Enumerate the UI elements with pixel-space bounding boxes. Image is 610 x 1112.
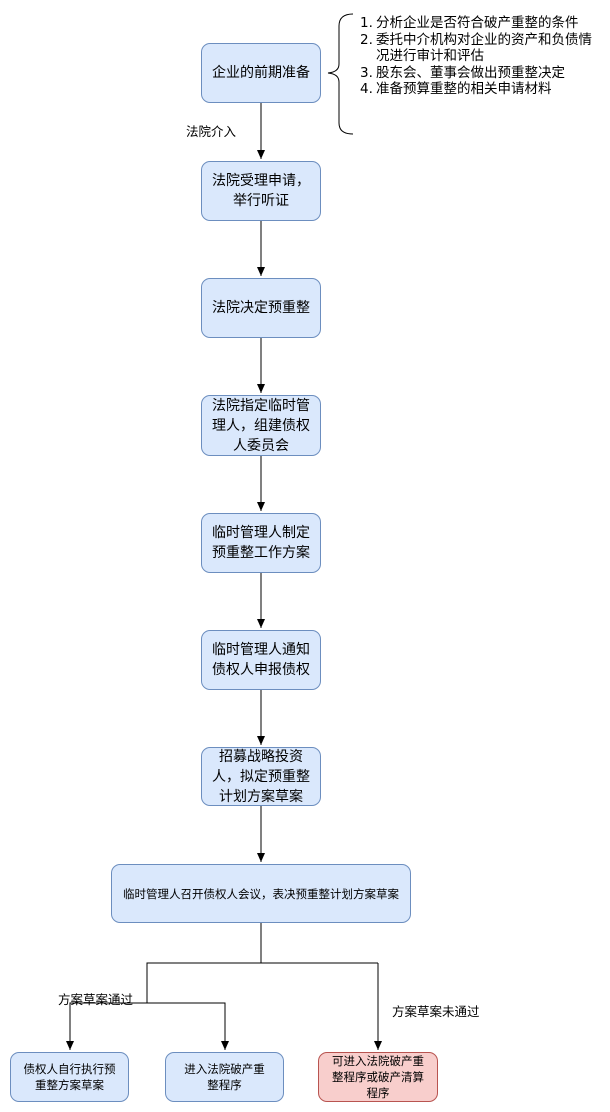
note-number: 2. bbox=[360, 31, 373, 48]
note-text: 分析企业是否符合破产重整的条件 bbox=[376, 15, 579, 31]
node-notify: 临时管理人通知债权人申报债权 bbox=[201, 630, 321, 690]
arrow-to-court-reorg bbox=[147, 1002, 229, 1050]
note-text: 准备预算重整的相关申请材料 bbox=[376, 81, 552, 97]
note-item: 2. 委托中介机构对企业的资产和负债情况进行审计和评估 bbox=[360, 32, 610, 65]
note-item: 4. 准备预算重整的相关申请材料 bbox=[360, 81, 610, 98]
node-fail-path: 可进入法院破产重整程序或破产清算程序 bbox=[318, 1052, 438, 1102]
note-text: 股东会、董事会做出预重整决定 bbox=[376, 64, 565, 81]
prep-notes-list: 1. 分析企业是否符合破产重整的条件 2. 委托中介机构对企业的资产和负债情况进… bbox=[360, 15, 610, 98]
branch-connector bbox=[146, 923, 262, 1003]
notes-brace bbox=[327, 13, 354, 135]
node-appoint: 法院指定临时管理人，组建债权人委员会 bbox=[201, 395, 321, 456]
node-decide: 法院决定预重整 bbox=[201, 278, 321, 338]
node-prep: 企业的前期准备 bbox=[201, 43, 321, 103]
note-number: 1. bbox=[360, 15, 373, 31]
note-number: 3. bbox=[360, 64, 373, 81]
note-item: 1. 分析企业是否符合破产重整的条件 bbox=[360, 15, 610, 32]
note-text: 委托中介机构对企业的资产和负债情况进行审计和评估 bbox=[376, 31, 592, 65]
node-plan: 临时管理人制定预重整工作方案 bbox=[201, 513, 321, 573]
note-number: 4. bbox=[360, 81, 373, 97]
edge-label-not-passed: 方案草案未通过 bbox=[392, 1004, 480, 1019]
edge-label-court-intervene: 法院介入 bbox=[186, 124, 237, 139]
note-item: 3. 股东会、董事会做出预重整决定 bbox=[360, 65, 610, 82]
node-recruit: 招募战略投资人，拟定预重整计划方案草案 bbox=[201, 747, 321, 806]
edge-label-passed: 方案草案通过 bbox=[58, 992, 134, 1007]
node-self-exec: 债权人自行执行预重整方案草案 bbox=[10, 1052, 129, 1102]
node-meeting: 临时管理人召开债权人会议，表决预重整计划方案草案 bbox=[111, 864, 411, 923]
node-court-reorg: 进入法院破产重整程序 bbox=[165, 1052, 284, 1102]
node-accept: 法院受理申请，举行听证 bbox=[201, 161, 321, 221]
arrow-to-self-exec bbox=[66, 1002, 147, 1050]
